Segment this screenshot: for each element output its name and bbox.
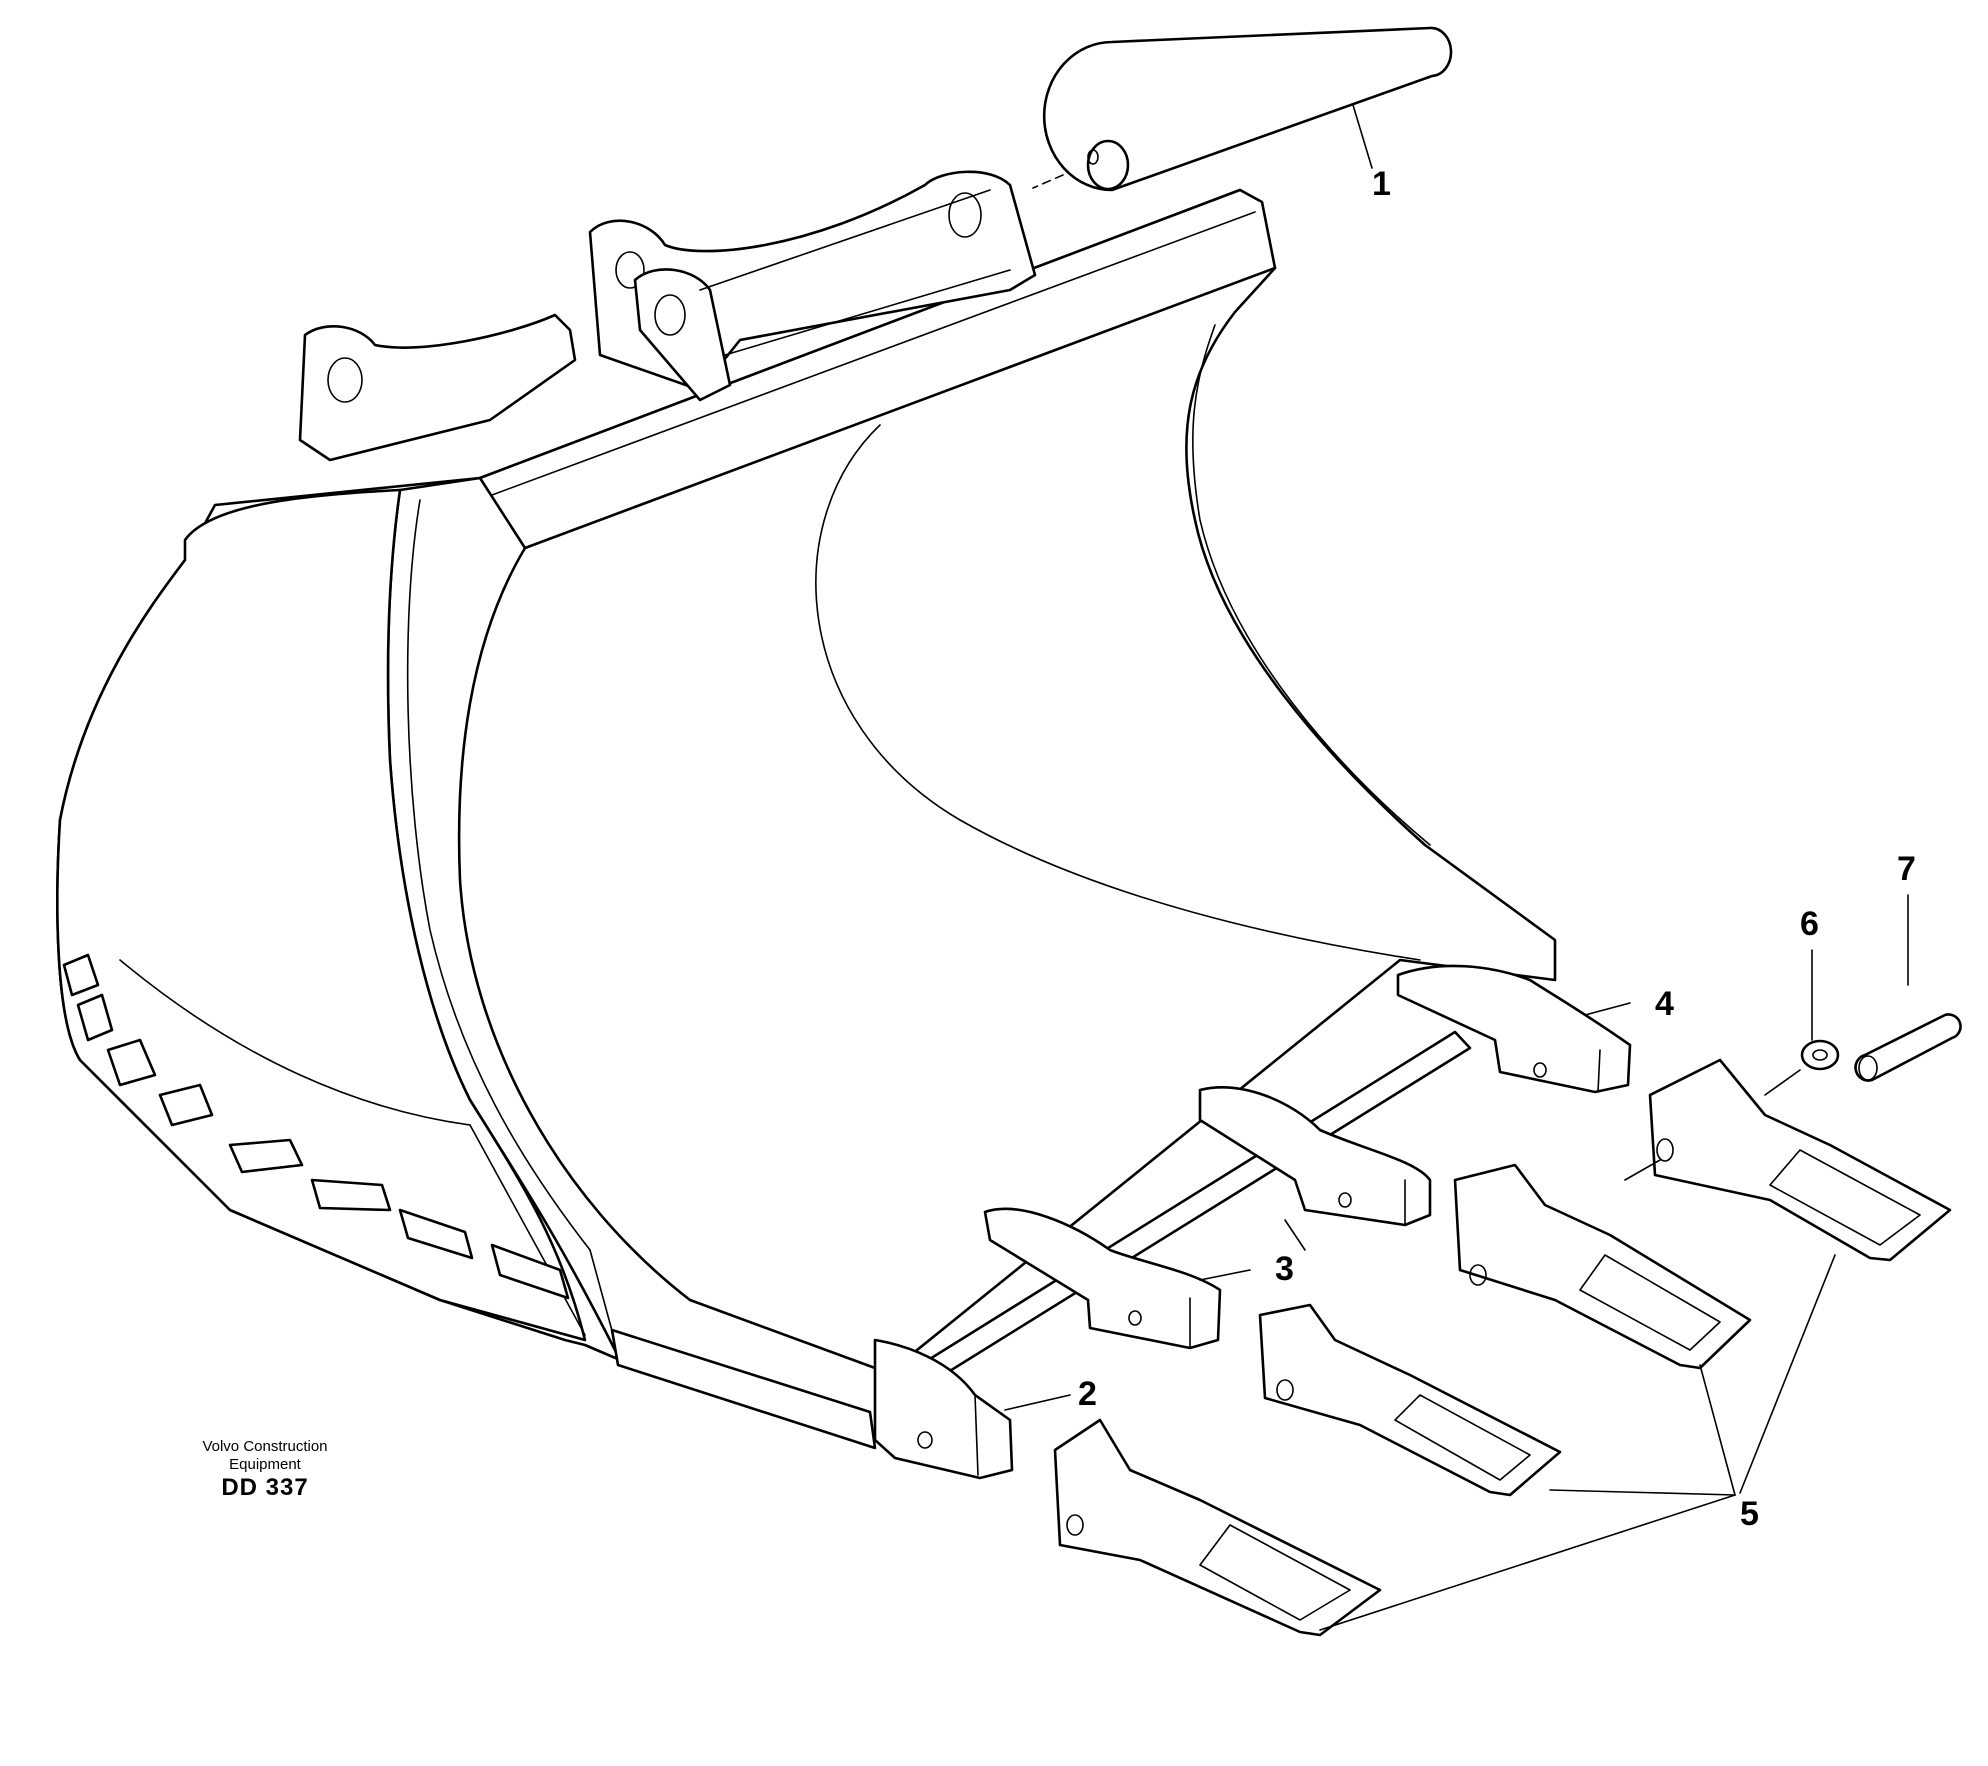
callout-4: 4 — [1655, 985, 1674, 1023]
tooth-2 — [1258, 1303, 1562, 1497]
tooth-1 — [1053, 1418, 1382, 1637]
adapter-3b — [1198, 1086, 1432, 1227]
retainer-axis — [1764, 1069, 1801, 1096]
tooth-axis — [1624, 1159, 1661, 1181]
credit-line-2: Equipment — [229, 1456, 301, 1473]
bucket-pin — [1042, 26, 1453, 192]
pin-axis-line — [1032, 174, 1064, 189]
callout-6: 6 — [1800, 905, 1819, 943]
adapter-2 — [873, 1338, 1014, 1480]
publisher-credit: Volvo Construction Equipment DD 337 — [180, 1438, 350, 1502]
hinge-lugs — [298, 170, 1037, 462]
tooth-3 — [1453, 1163, 1752, 1370]
callout-3: 3 — [1275, 1250, 1294, 1288]
callout-1: 1 — [1372, 165, 1391, 203]
callout-2: 2 — [1078, 1375, 1097, 1413]
callout-5: 5 — [1740, 1495, 1759, 1533]
callout-labels: 1 2 3 4 5 6 7 — [1078, 165, 1916, 1533]
side-wear-strips — [62, 953, 570, 1300]
tooth-4 — [1648, 1058, 1952, 1262]
adapter-3 — [983, 1207, 1222, 1350]
leader-lines — [1004, 104, 1909, 1631]
retainer-pin — [1854, 1013, 1962, 1082]
retainer-washer — [1800, 1039, 1840, 1071]
drawing-code: DD 337 — [221, 1474, 309, 1501]
adapter-4 — [1396, 964, 1632, 1094]
callout-7: 7 — [1897, 850, 1916, 888]
bucket-body — [56, 188, 1557, 1450]
credit-line-1: Volvo Construction — [202, 1438, 328, 1455]
